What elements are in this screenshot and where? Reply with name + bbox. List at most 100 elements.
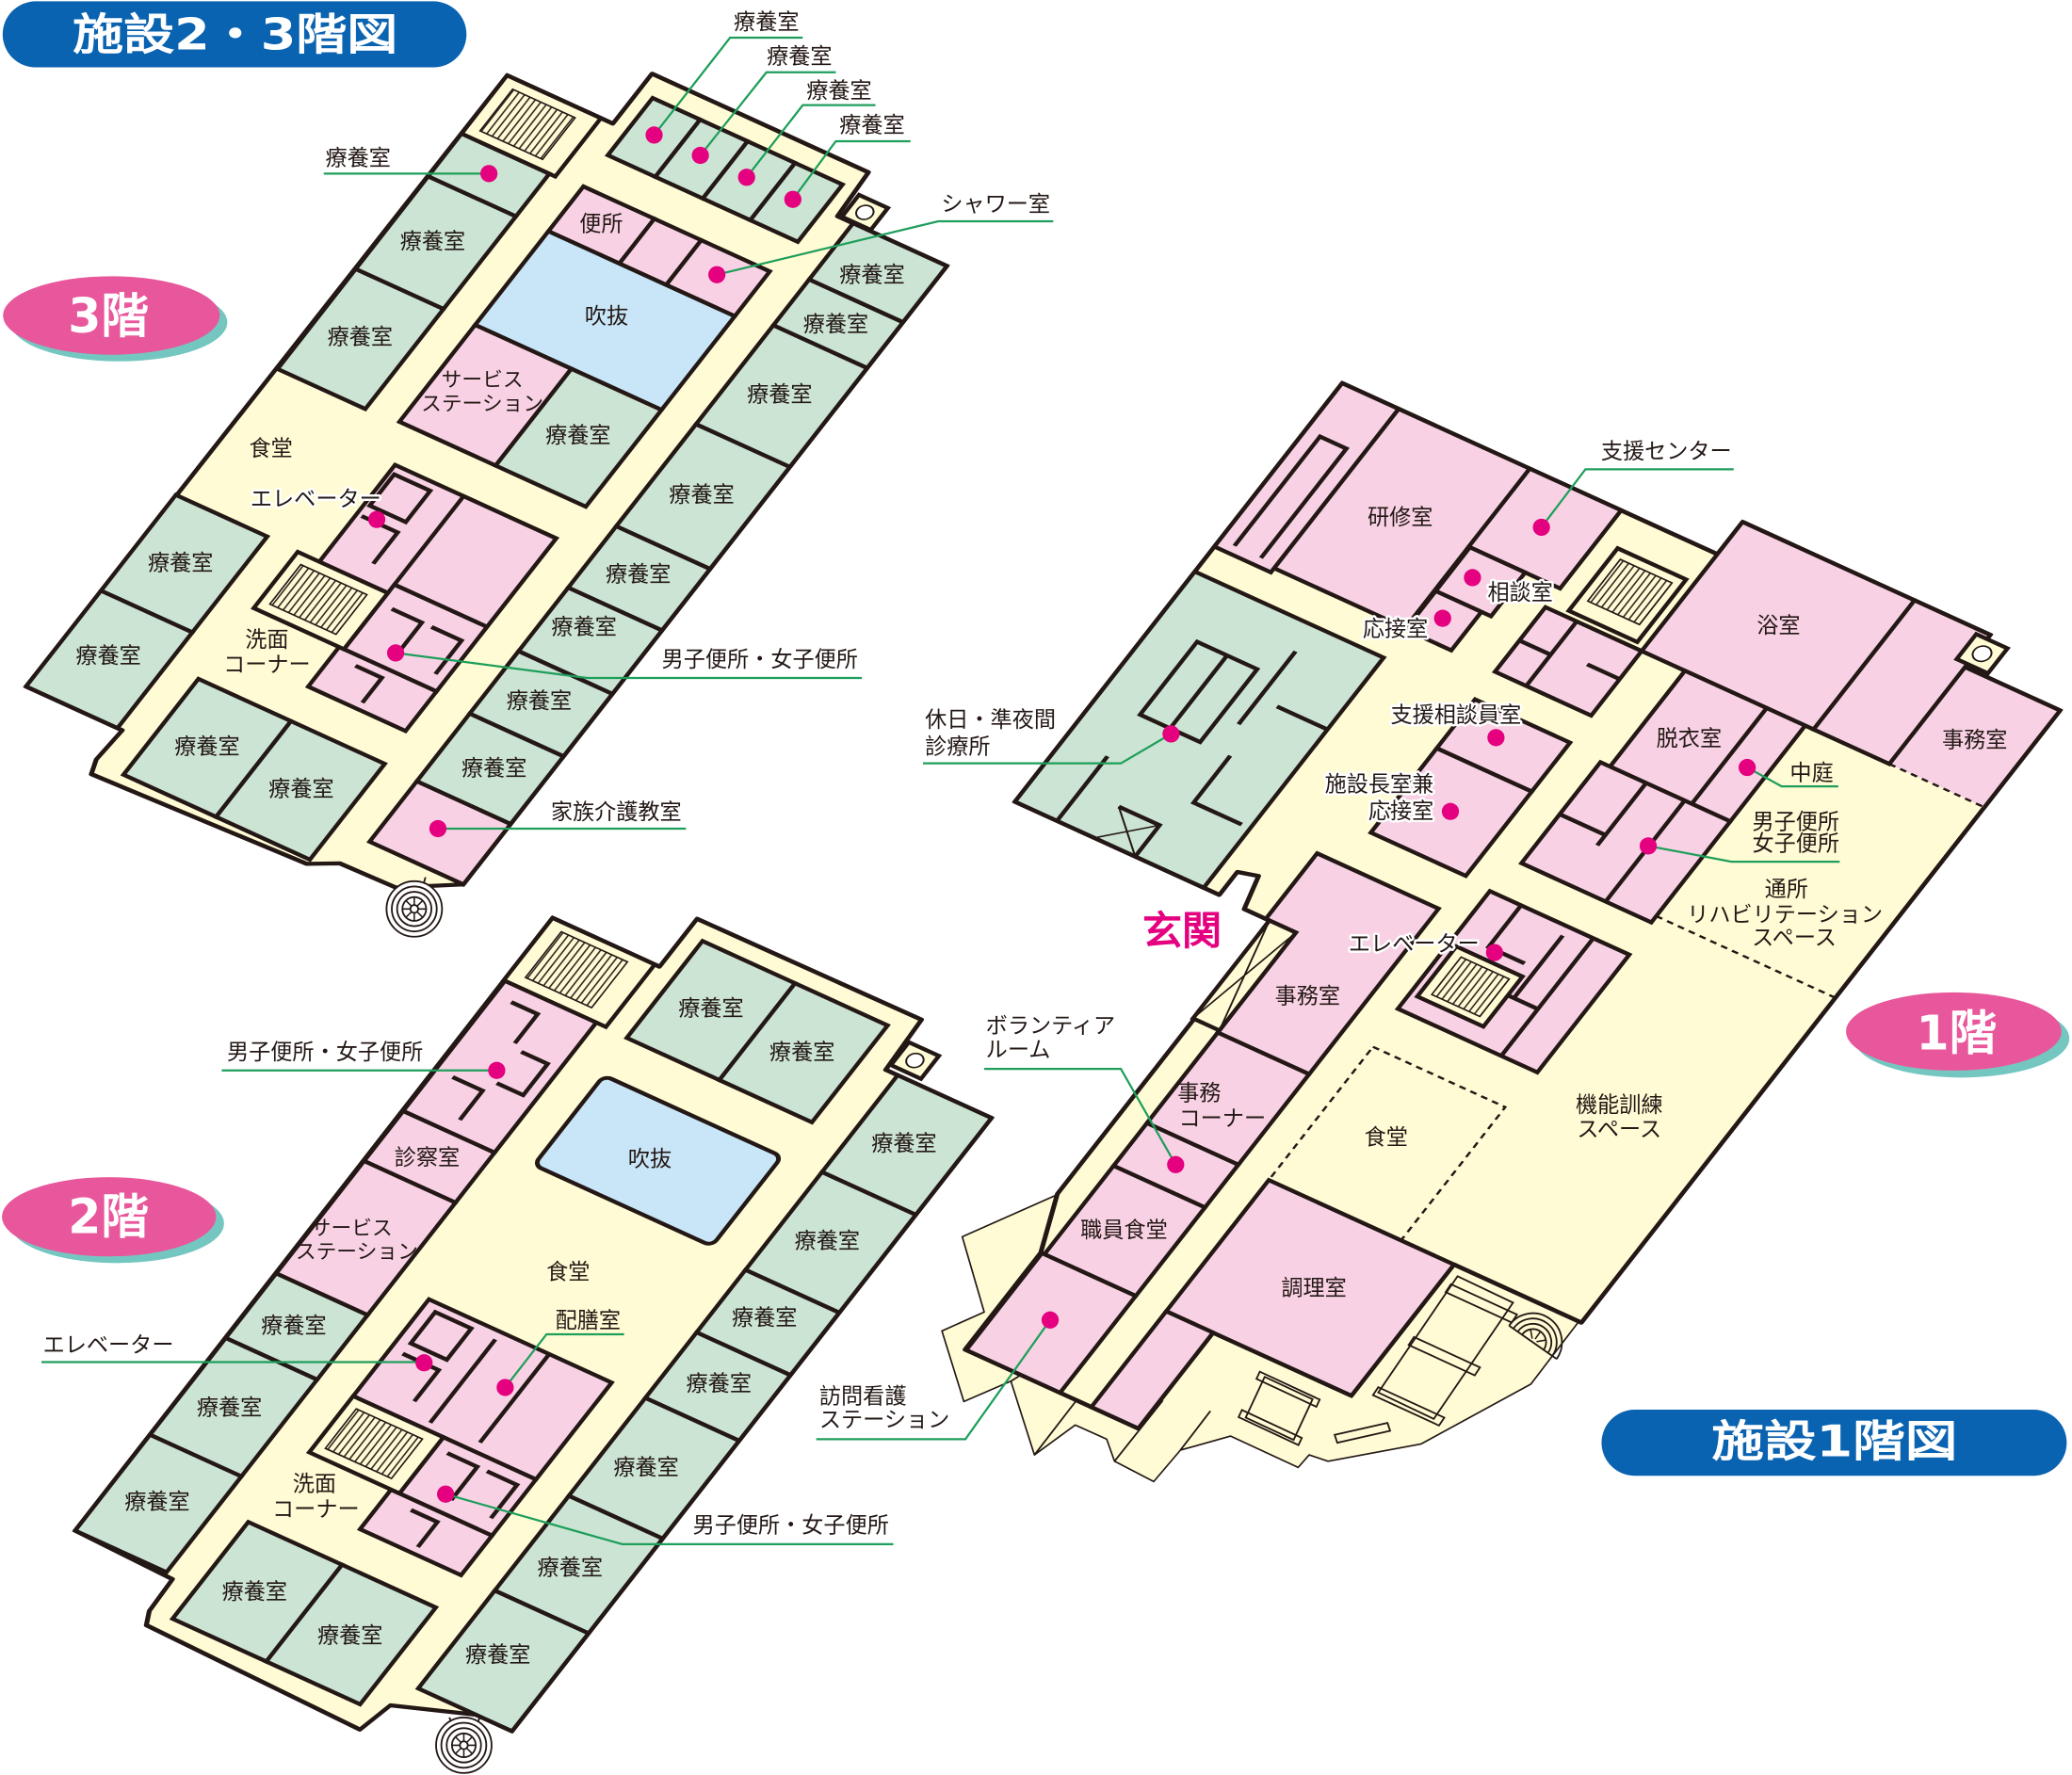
leader-line — [1540, 468, 1734, 528]
room-label: 職員食堂 — [1080, 1218, 1168, 1243]
room-label: スペース — [1752, 927, 1837, 951]
stair-steps — [324, 1408, 424, 1480]
callout-label: 療養室 — [767, 44, 832, 69]
room-label: 療養室 — [148, 551, 213, 575]
room-label: 診察室 — [395, 1146, 460, 1170]
room-label: 応接室 — [1363, 617, 1428, 641]
location-marker — [1532, 518, 1550, 537]
leader-line — [816, 1319, 1051, 1441]
callout-label: 訪問看護 — [819, 1384, 907, 1409]
room-label: 研修室 — [1368, 506, 1433, 530]
room-label: 支援相談員室 — [1390, 703, 1521, 728]
room-label: 療養室 — [197, 1396, 262, 1421]
room-label: 療養室 — [174, 734, 239, 759]
inner-walls — [1517, 620, 1622, 687]
elevator-icon — [1971, 645, 1993, 663]
elevator-icon — [905, 1052, 925, 1069]
floor-badge-label: 2階 — [68, 1189, 149, 1245]
floor-badge-label: 3階 — [68, 288, 149, 344]
floor-1-plan: 研修室 浴室 脱衣室 事務室 支援相談員室 施設長室兼 応接室 相談室 応接室 … — [816, 380, 2064, 1483]
location-marker — [1487, 729, 1505, 747]
room-label: 相談室 — [1487, 581, 1552, 605]
room-label: 事務室 — [1942, 729, 2007, 753]
floor-3-shapes — [23, 72, 950, 890]
callout-label: ルーム — [986, 1038, 1051, 1062]
room-label: 機能訓練 — [1576, 1093, 1663, 1118]
title-floors-2-3: 施設2・3階図 — [73, 8, 397, 59]
room-label: 脱衣室 — [1657, 727, 1722, 751]
inner-walls — [401, 1309, 552, 1548]
callout-label: ボランティア — [986, 1014, 1115, 1039]
leader-line — [1647, 845, 1840, 863]
room-label: 療養室 — [803, 313, 868, 337]
room-label: 療養室 — [551, 615, 616, 639]
spiral-staircase-icon — [385, 879, 444, 938]
room-label: 療養室 — [769, 1041, 834, 1065]
leader-line — [504, 1332, 624, 1389]
room — [356, 1487, 495, 1578]
floor-1-shapes — [963, 380, 2064, 1431]
room-label: 療養室 — [124, 1490, 189, 1514]
location-marker — [1041, 1311, 1060, 1329]
room-label: 療養室 — [538, 1557, 603, 1581]
location-marker — [436, 1485, 455, 1503]
room — [23, 588, 196, 731]
stair-steps — [478, 88, 576, 161]
room-label: コーナー — [223, 654, 311, 678]
callout-label: 療養室 — [326, 146, 391, 170]
callout-label: 家族介護教室 — [551, 800, 682, 825]
callout-label: エレベーター — [251, 487, 381, 511]
callout-label: 男子便所・女子便所 — [662, 648, 858, 672]
windbreak-cross — [1191, 920, 1297, 1031]
title-badge-floor-1: 施設1階図 — [1601, 1410, 2067, 1476]
location-marker — [1739, 758, 1756, 777]
location-marker — [1464, 569, 1481, 587]
leader-line — [745, 104, 876, 178]
room — [213, 718, 388, 863]
inner-walls — [1232, 433, 1351, 559]
location-marker — [737, 169, 755, 186]
callout-label: 支援センター — [1601, 440, 1732, 464]
room-label: 療養室 — [75, 644, 140, 669]
floor-2-plan: 診察室 サービス ステーション 療養室 療養室 療養室 食堂 吹抜 療養室 療養… — [41, 915, 996, 1774]
callout-label: 療養室 — [839, 113, 904, 137]
rehab-area-boundary — [1655, 914, 1837, 999]
dining-area-boundary — [1267, 1045, 1508, 1242]
location-marker — [1639, 837, 1658, 855]
inner-walls — [451, 1000, 551, 1121]
room-label: 療養室 — [400, 230, 465, 254]
callout-label: 中庭 — [1789, 762, 1833, 786]
stair-steps — [268, 563, 368, 636]
room-label: 療養室 — [222, 1580, 287, 1605]
atrium — [535, 1075, 782, 1246]
location-marker — [488, 1061, 506, 1079]
room-label: 療養室 — [268, 777, 333, 801]
floor-badge-1f: 1階 — [1846, 992, 2070, 1078]
room-label: 洗面 — [245, 628, 288, 653]
room-label: 吹抜 — [585, 305, 628, 330]
badge-background — [1846, 992, 2062, 1071]
callout-label: 療養室 — [734, 10, 799, 35]
room-label: 食堂 — [249, 437, 292, 461]
callout-label: 女子便所 — [1752, 832, 1839, 857]
floor-badge-label: 1階 — [1917, 1006, 1998, 1061]
room-label: 洗面 — [293, 1472, 336, 1496]
location-marker — [367, 510, 386, 528]
dashed-boundary — [1888, 763, 1985, 809]
room-label: サービス — [311, 1217, 393, 1240]
leader-line — [1746, 766, 1838, 788]
room-label: コーナー — [272, 1497, 360, 1522]
location-marker — [645, 126, 663, 144]
leader-line — [923, 733, 1172, 765]
location-marker — [415, 1354, 433, 1372]
room-label: 療養室 — [669, 483, 734, 508]
leader-line — [716, 219, 1054, 276]
room-label: リハビリテーション — [1687, 903, 1883, 928]
location-marker — [691, 146, 709, 165]
room-label: 療養室 — [606, 562, 671, 587]
leader-line — [395, 652, 863, 680]
title-badge-background — [1601, 1410, 2067, 1476]
location-marker — [1441, 802, 1460, 820]
room — [1088, 1308, 1217, 1431]
callout-label: 配膳室 — [556, 1309, 621, 1333]
